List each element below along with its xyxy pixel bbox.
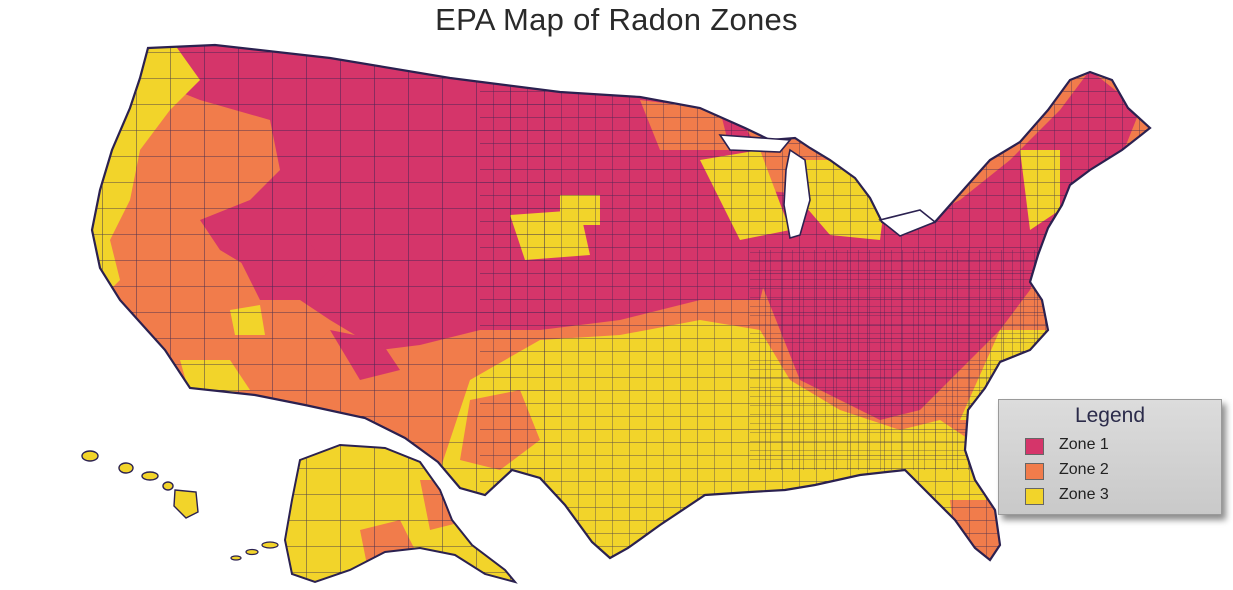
zone-1-label: Zone 1 [1059,436,1109,453]
zone-2-label: Zone 2 [1059,461,1109,478]
aleutian-islands [230,541,279,561]
zone-3-swatch [1025,488,1044,505]
legend-box: Legend Zone 1 Zone 2 Zone 3 [998,399,1222,515]
zone-3-label: Zone 3 [1059,486,1109,503]
great-lakes [718,134,937,240]
alaska-outline [283,443,518,584]
map-title: EPA Map of Radon Zones [435,2,798,37]
us-outline [90,43,1152,562]
zone-2-swatch [1025,463,1044,480]
zone-1-swatch [1025,438,1044,455]
legend-title: Legend [1074,404,1146,427]
hawaii [81,450,199,519]
